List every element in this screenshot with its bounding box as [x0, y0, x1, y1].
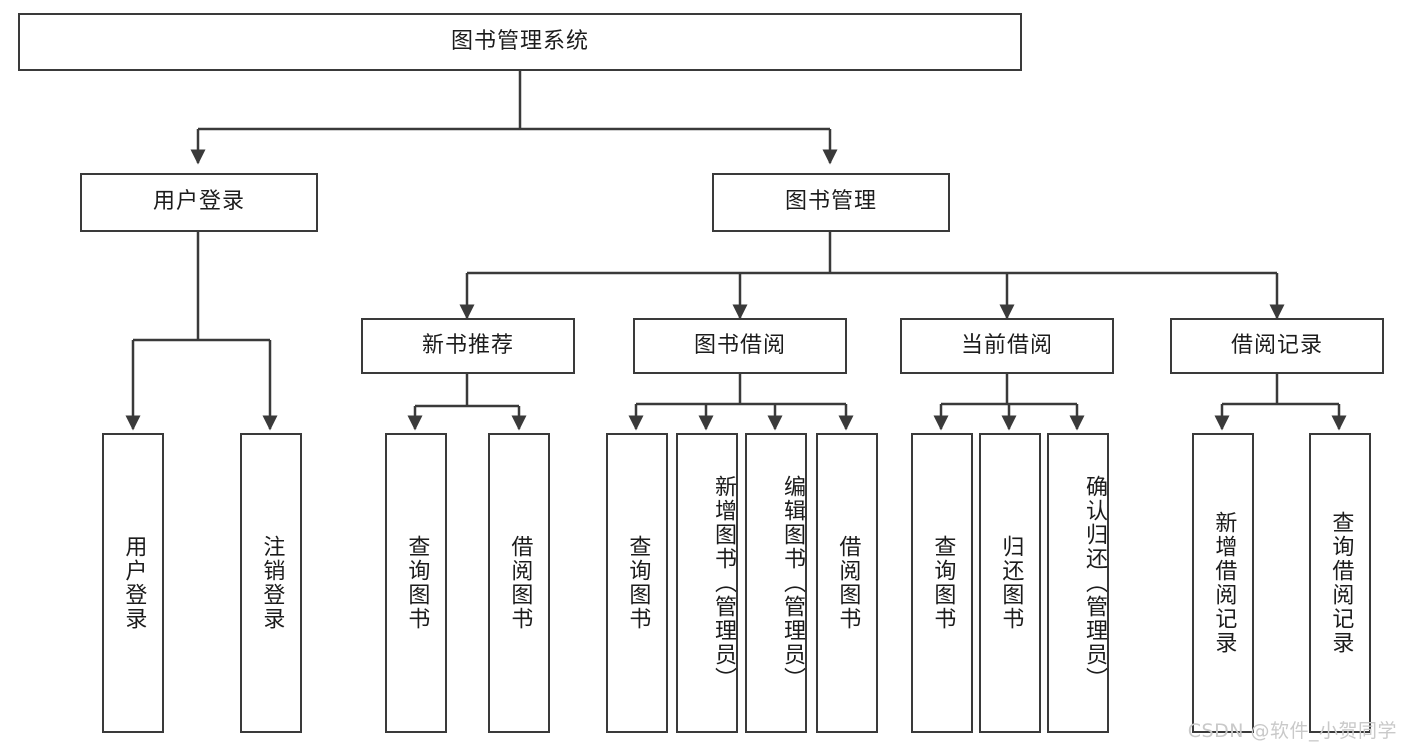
node-new-book-recommend[interactable]: 新书推荐: [361, 318, 575, 374]
node-label: 借阅图书: [507, 535, 533, 631]
node-label: 新增图书（管理员）: [711, 475, 736, 691]
node-user-login[interactable]: 用户登录: [80, 173, 318, 232]
node-label: 查询图书: [404, 535, 430, 631]
leaf-current-query-book[interactable]: 查询图书: [911, 433, 973, 733]
node-label: 归还图书: [998, 535, 1024, 631]
node-label: 查询图书: [625, 535, 651, 631]
leaf-current-confirm-return-admin[interactable]: 确认归还（管理员）: [1047, 433, 1109, 733]
node-label: 图书借阅: [693, 332, 786, 358]
node-label: 借阅记录: [1230, 332, 1323, 358]
leaf-borrow-add-book-admin[interactable]: 新增图书（管理员）: [676, 433, 738, 733]
node-borrow-record[interactable]: 借阅记录: [1170, 318, 1384, 374]
node-book-management[interactable]: 图书管理: [712, 173, 950, 232]
leaf-record-query-borrow-record[interactable]: 查询借阅记录: [1309, 433, 1371, 733]
node-current-borrow[interactable]: 当前借阅: [900, 318, 1114, 374]
node-label: 当前借阅: [960, 332, 1053, 358]
node-label: 新书推荐: [421, 332, 514, 358]
node-root-library-system[interactable]: 图书管理系统: [18, 13, 1022, 71]
leaf-recommend-query-book[interactable]: 查询图书: [385, 433, 447, 733]
node-label: 查询借阅记录: [1328, 511, 1354, 655]
leaf-borrow-query-book[interactable]: 查询图书: [606, 433, 668, 733]
node-label: 图书管理系统: [450, 28, 589, 54]
node-label: 用户登录: [152, 189, 245, 215]
node-label: 新增借阅记录: [1211, 511, 1237, 655]
node-book-borrow[interactable]: 图书借阅: [633, 318, 847, 374]
node-label: 借阅图书: [835, 535, 861, 631]
node-label: 确认归还（管理员）: [1082, 475, 1107, 691]
leaf-current-return-book[interactable]: 归还图书: [979, 433, 1041, 733]
node-label: 查询图书: [930, 535, 956, 631]
node-label: 图书管理: [784, 189, 877, 215]
node-label: 编辑图书（管理员）: [780, 475, 805, 691]
leaf-record-add-borrow-record[interactable]: 新增借阅记录: [1192, 433, 1254, 733]
leaf-user-login-signin[interactable]: 用户登录: [102, 433, 164, 733]
node-label: 用户登录: [121, 535, 147, 631]
csdn-watermark: CSDN @软件_小贺同学: [1187, 720, 1397, 742]
leaf-user-login-signout[interactable]: 注销登录: [240, 433, 302, 733]
leaf-borrow-borrow-book[interactable]: 借阅图书: [816, 433, 878, 733]
leaf-recommend-borrow-book[interactable]: 借阅图书: [488, 433, 550, 733]
node-label: 注销登录: [259, 535, 285, 631]
leaf-borrow-edit-book-admin[interactable]: 编辑图书（管理员）: [745, 433, 807, 733]
